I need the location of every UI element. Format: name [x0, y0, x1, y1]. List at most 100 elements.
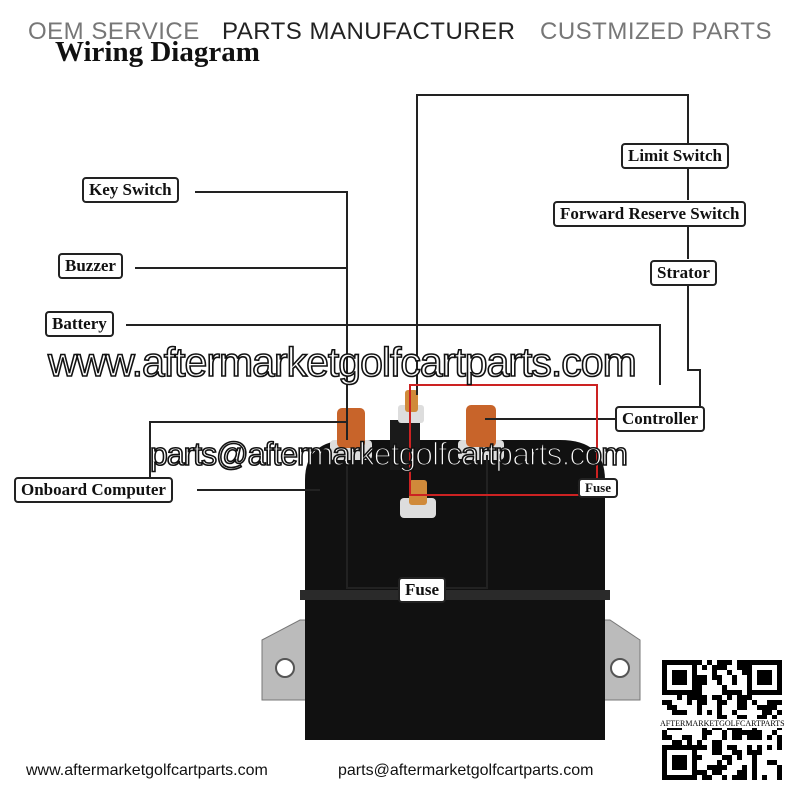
qr-module	[677, 670, 682, 675]
qr-module	[662, 750, 667, 755]
qr-module	[732, 775, 737, 780]
qr-module	[692, 745, 697, 750]
qr-module	[777, 700, 782, 705]
qr-module	[687, 700, 692, 705]
label-strator: Strator	[650, 260, 717, 286]
qr-module	[682, 755, 687, 760]
qr-module	[682, 735, 687, 740]
qr-module	[722, 690, 727, 695]
qr-module	[772, 690, 777, 695]
qr-module	[752, 690, 757, 695]
qr-module	[757, 705, 762, 710]
qr-module	[687, 690, 692, 695]
qr-module	[757, 730, 762, 735]
qr-module	[672, 680, 677, 685]
qr-module	[742, 660, 747, 665]
qr-module	[662, 675, 667, 680]
qr-module	[772, 760, 777, 765]
qr-module	[737, 730, 742, 735]
qr-module	[672, 675, 677, 680]
qr-module	[737, 695, 742, 700]
qr-module	[737, 775, 742, 780]
qr-module	[737, 770, 742, 775]
qr-module	[727, 745, 732, 750]
qr-module	[677, 740, 682, 745]
qr-module	[707, 775, 712, 780]
watermark-email: parts@aftermarketgolfcartparts.com	[149, 436, 628, 473]
qr-module	[672, 710, 677, 715]
qr-module	[767, 760, 772, 765]
qr-module	[662, 665, 667, 670]
qr-module	[757, 670, 762, 675]
qr-module	[717, 760, 722, 765]
qr-module	[692, 665, 697, 670]
qr-module	[737, 755, 742, 760]
qr-module	[762, 675, 767, 680]
qr-module	[712, 765, 717, 770]
qr-module	[697, 705, 702, 710]
qr-module	[762, 710, 767, 715]
label-fuse: Fuse	[398, 577, 446, 603]
qr-module	[702, 745, 707, 750]
qr-module	[772, 705, 777, 710]
qr-module	[767, 710, 772, 715]
qr-module	[712, 745, 717, 750]
qr-module	[717, 765, 722, 770]
qr-module	[747, 695, 752, 700]
qr-module	[767, 680, 772, 685]
qr-module	[682, 660, 687, 665]
qr-module	[732, 710, 737, 715]
qr-module	[742, 765, 747, 770]
qr-module	[752, 735, 757, 740]
qr-module	[762, 715, 767, 720]
qr-module	[677, 680, 682, 685]
qr-module	[757, 745, 762, 750]
qr-module	[687, 660, 692, 665]
qr-module	[692, 760, 697, 765]
qr-module	[747, 675, 752, 680]
qr-module	[752, 765, 757, 770]
qr-module	[767, 700, 772, 705]
qr-module	[682, 775, 687, 780]
qr-module	[767, 745, 772, 750]
qr-code	[662, 660, 782, 780]
qr-module	[662, 680, 667, 685]
qr-module	[722, 685, 727, 690]
qr-module	[692, 755, 697, 760]
qr-module	[682, 745, 687, 750]
qr-module	[777, 710, 782, 715]
qr-module	[722, 665, 727, 670]
qr-module	[737, 690, 742, 695]
qr-module	[757, 735, 762, 740]
qr-module	[662, 760, 667, 765]
header-oem-service: OEM SERVICE	[28, 18, 200, 45]
qr-module	[687, 735, 692, 740]
qr-module	[662, 670, 667, 675]
qr-module	[777, 690, 782, 695]
qr-module	[672, 765, 677, 770]
qr-module	[747, 750, 752, 755]
qr-module	[662, 765, 667, 770]
qr-module	[777, 775, 782, 780]
qr-module	[672, 670, 677, 675]
qr-module	[697, 695, 702, 700]
qr-module	[722, 775, 727, 780]
qr-module	[737, 715, 742, 720]
qr-module	[757, 715, 762, 720]
qr-module	[752, 755, 757, 760]
qr-module	[742, 730, 747, 735]
qr-module	[732, 750, 737, 755]
watermark-website: www.aftermarketgolfcartparts.com	[47, 339, 637, 386]
qr-module	[687, 745, 692, 750]
qr-module	[757, 750, 762, 755]
footer-website: www.aftermarketgolfcartparts.com	[26, 762, 268, 779]
qr-module	[717, 705, 722, 710]
qr-module	[662, 755, 667, 760]
qr-module	[747, 730, 752, 735]
qr-module	[697, 680, 702, 685]
qr-module	[777, 745, 782, 750]
qr-module	[697, 690, 702, 695]
qr-module	[717, 740, 722, 745]
qr-module	[742, 705, 747, 710]
solenoid	[261, 390, 641, 740]
